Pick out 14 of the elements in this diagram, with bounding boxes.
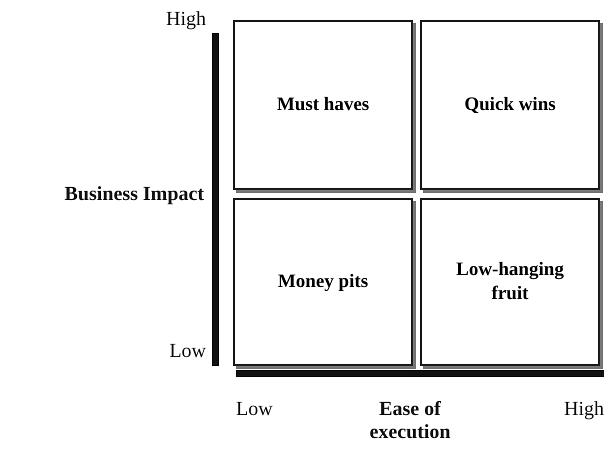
quadrant-box: [420, 20, 600, 190]
quadrant-box: [420, 198, 600, 366]
axis-tick-label: Low: [168, 340, 206, 363]
quadrant-box: [233, 20, 413, 190]
quadrant-label: Low-hanging fruit: [455, 258, 565, 306]
axis-title: Business Impact: [64, 183, 204, 206]
quadrant-box: [233, 198, 413, 366]
axis-title: Ease of execution: [368, 398, 452, 444]
quadrant-label: Must haves: [276, 93, 370, 117]
quadrant-label: Money pits: [276, 270, 370, 294]
axis-tick-label: High: [165, 8, 206, 31]
axis-tick-label: High: [563, 398, 604, 421]
quadrant-label: Quick wins: [463, 93, 557, 117]
axis-tick-label: Low: [236, 398, 274, 421]
